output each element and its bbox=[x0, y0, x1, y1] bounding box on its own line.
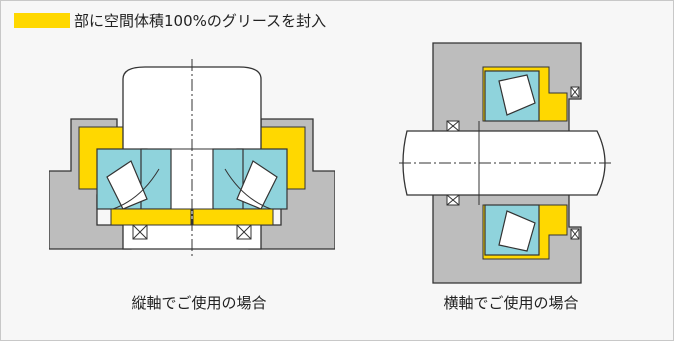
legend: 部に空間体積100%のグリースを封入 bbox=[14, 10, 326, 30]
seal-bottom bbox=[446, 194, 460, 206]
caption-horizontal: 横軸でご使用の場合 bbox=[443, 294, 579, 312]
roller-top bbox=[498, 74, 536, 116]
grease-color-swatch bbox=[14, 12, 70, 28]
caption-vertical: 縦軸でご使用の場合 bbox=[131, 294, 267, 312]
seal-right bbox=[236, 224, 252, 240]
inner-ring-left bbox=[140, 148, 172, 210]
legend-text: 部に空間体積100%のグリースを封入 bbox=[74, 11, 327, 30]
roller-right bbox=[224, 160, 278, 210]
seal-top bbox=[446, 120, 460, 132]
roller-bottom bbox=[498, 210, 536, 252]
vertical-shaft-diagram bbox=[49, 59, 335, 259]
seal-left bbox=[132, 224, 148, 240]
roller-left bbox=[106, 160, 160, 210]
horizontal-shaft-diagram bbox=[399, 42, 613, 284]
